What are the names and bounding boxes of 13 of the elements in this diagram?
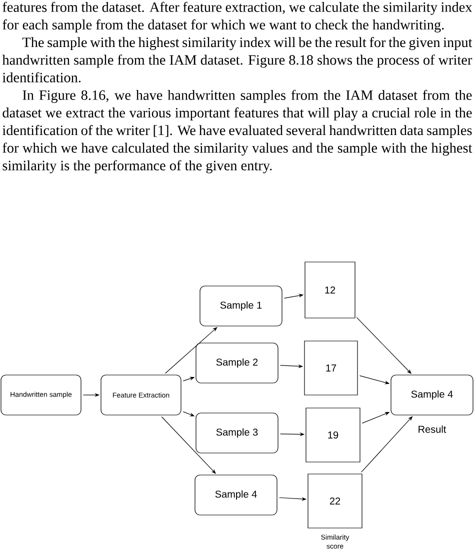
process-box: Sample 1 (200, 286, 282, 326)
score-box: 17 (304, 340, 358, 396)
score-box: 12 (304, 262, 356, 318)
score-box: 19 (306, 408, 360, 462)
paragraph: The sample with the highest similarity index will be the result for the given input handwritten sample from the IAM dataset. Figure 8.18 shows the process of writer identification. (2, 37, 472, 82)
score-box: 22 (308, 474, 362, 528)
paragraph: features from the dataset. After feature extraction, we calculate the similarity index for each sample from the dataset for which we want to check the handwriting. (2, 2, 472, 32)
process-box: Sample 2 (196, 342, 278, 384)
process-box: Sample 3 (196, 412, 278, 454)
process-box: Sample 4 (390, 374, 474, 416)
paragraph: In Figure 8.16, we have handwritten samples from the IAM dataset from the dataset we extract the various important features that will play a crucial role in the identification of the writer [1]. We have evaluated several handwritten data samples for which we have calculated the similarity values and the sample with the highest similarity is the performance of the given entry. (2, 90, 472, 174)
process-box: Sample 4 (194, 474, 278, 516)
node-label: Result (418, 426, 446, 433)
